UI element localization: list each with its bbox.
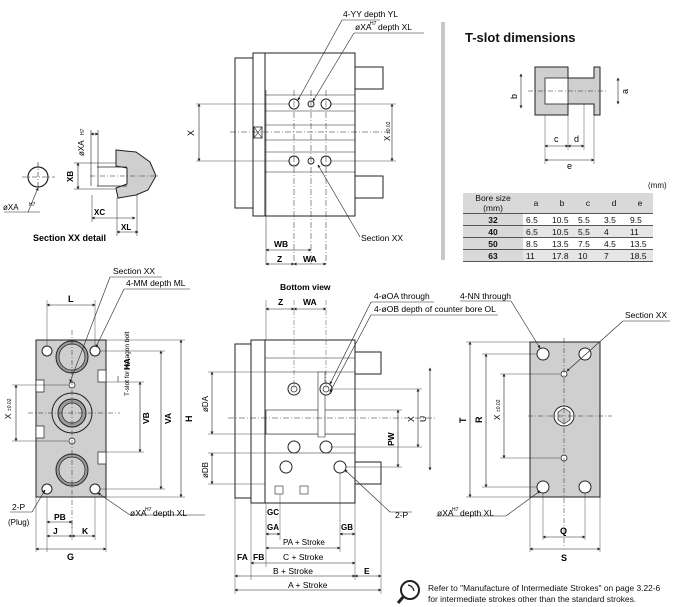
top-label-section: Section XX <box>361 233 403 243</box>
tslot-label-a: a <box>620 89 630 94</box>
front-label-ha: HA <box>123 358 132 370</box>
bottom-label-e: E <box>364 566 370 576</box>
rear-label-h7: H7 <box>452 507 459 513</box>
detail-label-xl: XL <box>121 223 131 232</box>
rear-label-t: T <box>458 417 468 423</box>
bottom-label-fa: FA <box>237 552 248 562</box>
detail-label-h7: H7 <box>80 128 86 135</box>
top-label-x-right: X <box>383 135 392 141</box>
detail-label-xb: XB <box>66 171 75 182</box>
bottom-label-wa: WA <box>303 297 317 307</box>
detail-label-xa2: øXA <box>3 203 19 212</box>
front-label-mm: 4-MM depth ML <box>126 278 186 288</box>
bottom-label-x: X <box>406 416 416 422</box>
tslot-diagram: b a c d e <box>509 66 630 171</box>
top-label-z: Z <box>277 254 282 264</box>
rear-label-r: R <box>474 416 484 423</box>
bottom-view-title: Bottom view <box>280 282 331 292</box>
bottom-label-db: øDB <box>201 462 210 478</box>
rear-label-x: X <box>493 414 502 420</box>
top-label-wa: WA <box>303 254 317 264</box>
tslot-label-b: b <box>509 94 519 99</box>
front-label-tol: ±0.02 <box>7 398 13 411</box>
bottom-view: Bottom view <box>201 282 498 594</box>
front-label-x: X <box>4 413 13 419</box>
rear-label-section: Section XX <box>625 310 667 320</box>
detail-section-body <box>115 149 157 199</box>
front-label-pb: PB <box>54 512 66 522</box>
front-label-g: G <box>67 552 74 562</box>
front-label-h7: H7 <box>145 507 152 513</box>
top-label-x-left: X <box>186 130 196 136</box>
front-label-plug: (Plug) <box>8 518 30 527</box>
top-view: 4-YY depth YL øXA H7 depth XL X X ±0.02 … <box>186 9 424 266</box>
bottom-label-oa: 4-øOA through <box>374 291 430 301</box>
front-label-k: K <box>82 526 89 536</box>
bottom-label-pw: PW <box>386 431 396 446</box>
detail-label-h7-2: H7 <box>29 202 36 208</box>
bottom-label-ob: 4-øOB depth of counter bore OL <box>374 304 496 314</box>
tslot-label-e: e <box>567 161 572 171</box>
bottom-label-pa: PA + Stroke <box>283 538 325 547</box>
rear-label-nn: 4-NN through <box>460 291 511 301</box>
top-label-tol: ±0.02 <box>386 121 392 134</box>
front-label-va: VA <box>163 413 173 424</box>
top-label-h7: H7 <box>370 21 377 27</box>
rear-view: 4-NN through Section XX X ±0.02 T R øXA … <box>436 291 670 563</box>
bottom-label-da: øDA <box>201 395 210 412</box>
bottom-label-2p: 2-P <box>395 510 409 520</box>
detail-label-xa: øXA <box>77 140 86 156</box>
front-label-tslot: T-slot for hexagon bolt <box>124 331 131 396</box>
bottom-label-c: C + Stroke <box>283 552 324 562</box>
front-label-l: L <box>68 294 74 304</box>
front-label-2p: 2-P <box>12 502 26 512</box>
section-xx-detail: øXA H7 XB øXA H7 XC XL Section XX detail <box>3 128 160 243</box>
bottom-label-gb: GB <box>341 523 353 532</box>
top-label-depth-xl: depth XL <box>378 22 412 32</box>
front-label-section: Section XX <box>113 266 155 276</box>
bottom-label-a: A + Stroke <box>288 580 328 590</box>
detail-label-xc: XC <box>94 208 105 217</box>
rear-label-tol: ±0.02 <box>496 399 502 412</box>
top-label-wb: WB <box>274 239 288 249</box>
top-label-yy: 4-YY depth YL <box>343 9 398 19</box>
front-label-xa: øXA <box>130 508 147 518</box>
section-divider <box>441 22 445 260</box>
detail-title: Section XX detail <box>33 233 106 243</box>
bottom-label-gc: GC <box>267 508 279 517</box>
tslot-label-c: c <box>554 134 559 144</box>
bottom-label-u: U <box>418 416 428 422</box>
rear-label-s: S <box>561 553 567 563</box>
tslot-label-d: d <box>574 134 579 144</box>
bottom-label-z: Z <box>278 297 283 307</box>
rear-label-depth-xl: depth XL <box>460 508 494 518</box>
front-view: Section XX 4-MM depth ML L HA T-slot for… <box>4 266 205 562</box>
top-label-xa: øXA <box>355 22 372 32</box>
front-label-h: H <box>184 416 194 423</box>
bottom-label-b: B + Stroke <box>273 566 313 576</box>
front-label-depth-xl: depth XL <box>153 508 187 518</box>
magnifier-icon <box>396 580 420 604</box>
front-label-j: J <box>53 526 58 536</box>
front-label-vb: VB <box>141 412 151 424</box>
rear-label-xa: øXA <box>437 508 454 518</box>
bottom-label-ga: GA <box>267 523 279 532</box>
bottom-label-fb: FB <box>253 552 264 562</box>
rear-label-q: Q <box>560 526 567 536</box>
